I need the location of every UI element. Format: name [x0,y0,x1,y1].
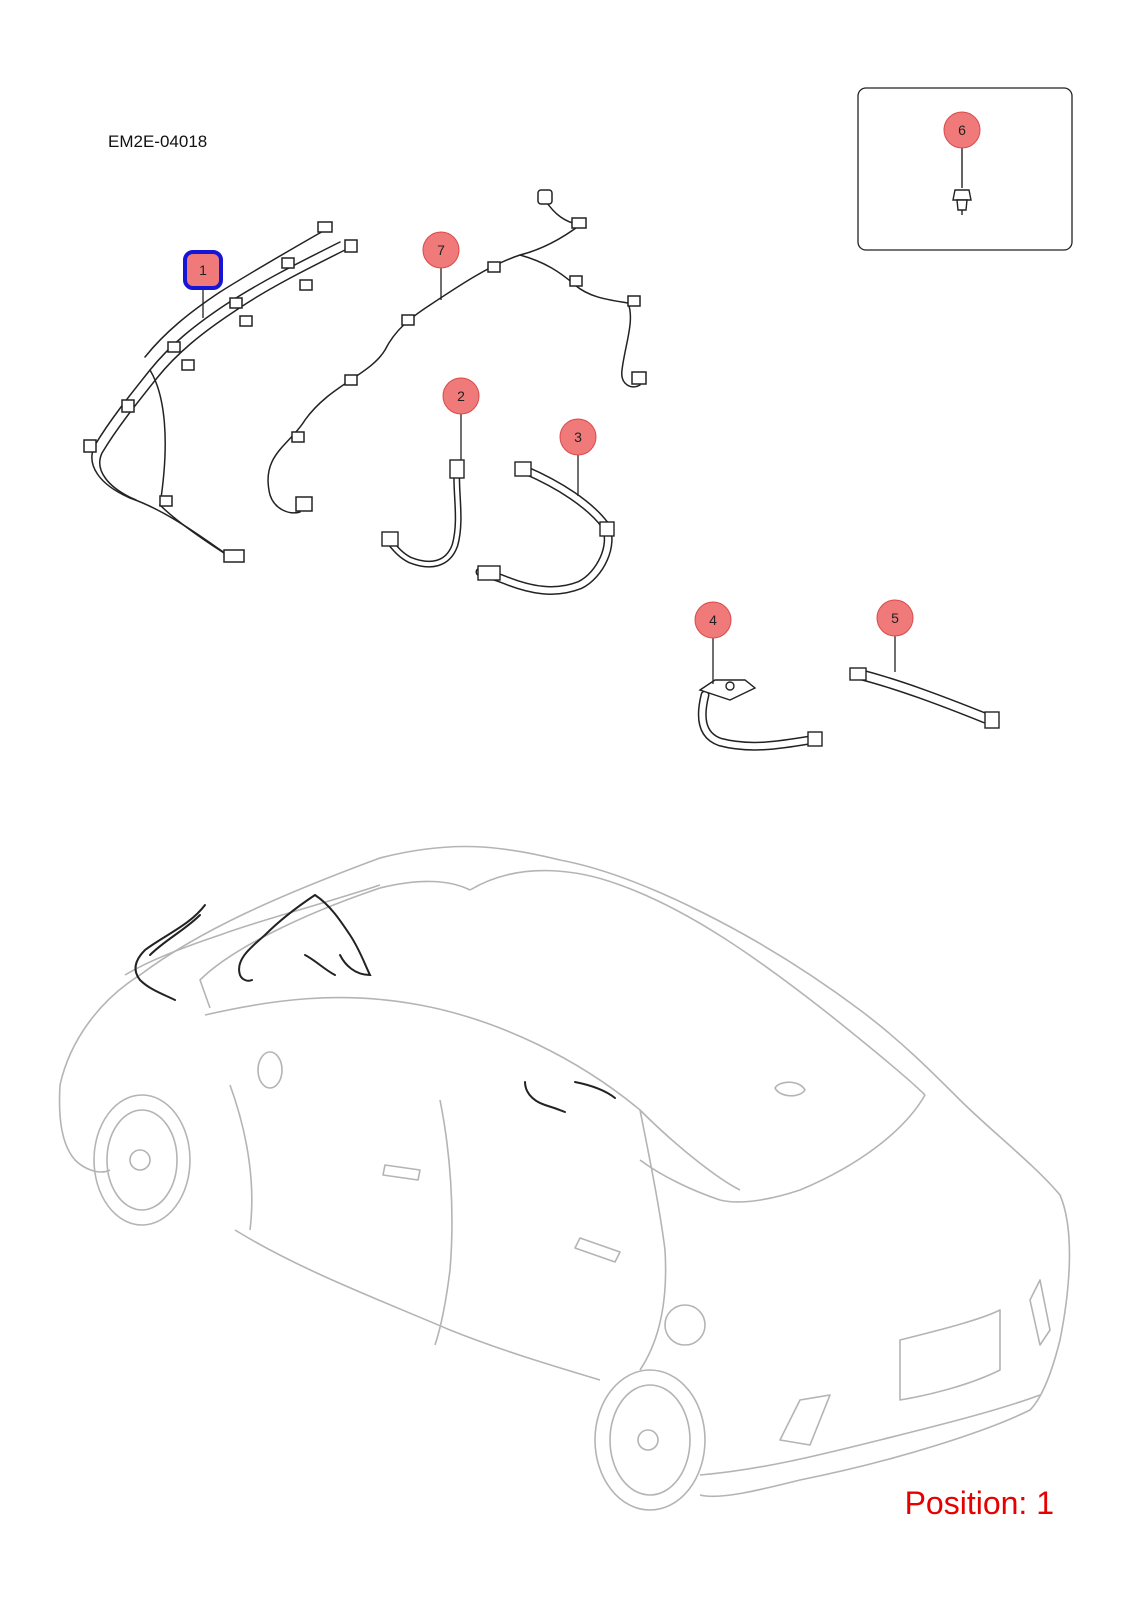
part-2-cable [381,459,465,568]
callout-label: 6 [958,122,966,138]
selected-callout-marker [183,250,223,290]
part-4-cable [697,679,823,751]
callout-label: 5 [891,610,899,626]
part-6-clip [952,147,972,215]
callout-leaders [202,268,896,684]
callout-4[interactable]: 4 [694,601,732,639]
callout-label: 1 [199,262,207,278]
callout-label: 4 [709,612,717,628]
car-outline [58,845,1071,1511]
inset-box [857,87,1073,251]
part-5-cable [849,667,1000,729]
part-1-harness [83,221,358,563]
callout-1[interactable]: 1 [183,250,223,290]
callout-label: 3 [574,429,582,445]
callout-3[interactable]: 3 [559,418,597,456]
callout-label: 2 [457,388,465,404]
callout-circle [442,377,480,415]
callout-5[interactable]: 5 [876,599,914,637]
callout-circle [943,111,981,149]
callout-6[interactable]: 6 [943,111,981,149]
callouts: 1 2 3 4 5 6 7 [183,111,981,639]
callout-2[interactable]: 2 [442,377,480,415]
callout-circle [694,601,732,639]
callout-circle [422,231,460,269]
car-installed-harnesses [134,894,616,1113]
callout-circle [876,599,914,637]
callout-label: 7 [437,242,445,258]
callout-7[interactable]: 7 [422,231,460,269]
position-label: Position: 1 [904,1485,1054,1521]
part-7-harness [267,189,647,514]
part-3-cable [475,461,615,595]
diagram-code: EM2E-04018 [108,132,208,151]
callout-circle [559,418,597,456]
